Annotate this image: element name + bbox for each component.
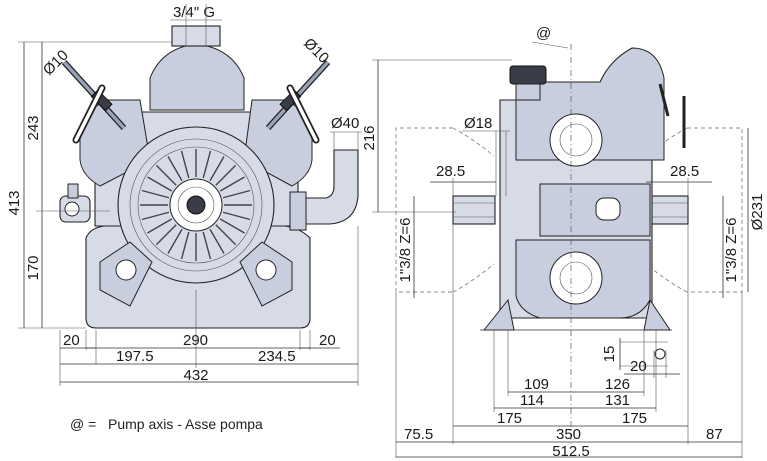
- side-left-flange-outline: [395, 127, 453, 293]
- dim-hole-w: 20: [630, 358, 647, 375]
- dim-109: 109: [524, 376, 549, 393]
- legend: @ = Pump axis - Asse pompa: [70, 416, 263, 432]
- side-right-flange-outline: [687, 127, 743, 293]
- flange-rib: [147, 218, 173, 234]
- side-view-dimensions: @ 216 Ø18 28.5 28.5 1"3/8 Z=6 1"3/8 Z=6 …: [361, 25, 766, 460]
- front-top-dome: [149, 43, 245, 111]
- dim-foot-right: 20: [319, 332, 336, 349]
- flange-rib: [180, 231, 190, 260]
- dim-shaft-spec-right: 1"3/8 Z=6: [723, 218, 740, 283]
- side-crankcase: [539, 183, 651, 237]
- dim-shaft-right: 28.5: [670, 163, 699, 180]
- front-view-pump: [59, 25, 359, 329]
- dim-base-width: 290: [183, 332, 208, 349]
- dim-left-offset: 197.5: [116, 348, 154, 365]
- front-flange-ribs: [140, 149, 252, 261]
- side-left-shaft: [452, 195, 496, 225]
- side-oil-cap: [509, 65, 547, 85]
- flange-rib: [155, 164, 177, 186]
- dim-126: 126: [605, 376, 630, 393]
- flange-rib: [202, 231, 212, 260]
- dim-dia-flange: Ø231: [749, 194, 766, 231]
- flange-rib: [147, 176, 173, 192]
- dim-height-total: 413: [6, 190, 23, 215]
- flange-rib: [167, 228, 183, 254]
- dim-114: 114: [520, 392, 544, 409]
- flange-rib: [141, 211, 170, 221]
- front-outlet-collar: [289, 191, 307, 231]
- flange-rib: [219, 218, 245, 234]
- side-upper-valve: [549, 113, 603, 167]
- dim-dia-outlet: Ø40: [331, 115, 359, 132]
- front-shaft-end: [186, 195, 206, 215]
- dim-175-right: 175: [622, 410, 647, 427]
- flange-rib: [222, 189, 251, 199]
- front-top-port: [171, 25, 221, 47]
- dim-overall-width: 432: [183, 367, 208, 384]
- dim-height-axis: 216: [361, 125, 378, 150]
- flange-rib: [219, 176, 245, 192]
- dim-175-left: 175: [497, 410, 522, 427]
- flange-rib: [215, 224, 237, 246]
- dim-height-upper: 243: [25, 115, 42, 140]
- dim-shaft-left: 28.5: [436, 163, 465, 180]
- dim-height-lower: 170: [25, 255, 42, 280]
- dim-87: 87: [706, 426, 723, 443]
- flange-rib: [180, 150, 190, 179]
- flange-rib: [141, 189, 170, 199]
- flange-rib: [202, 150, 212, 179]
- dim-axis-mark: @: [536, 25, 551, 42]
- side-view-pump: [395, 47, 743, 331]
- flange-rib: [209, 228, 225, 254]
- dim-hole-h: 15: [601, 346, 618, 363]
- legend-text: Pump axis - Asse pompa: [108, 416, 263, 432]
- dim-75-5: 75.5: [404, 426, 433, 443]
- dim-right-offset: 234.5: [258, 348, 296, 365]
- dim-foot-left: 20: [63, 332, 80, 349]
- dim-131: 131: [605, 392, 630, 409]
- legend-symbol: @ =: [70, 416, 96, 432]
- flange-rib: [155, 224, 177, 246]
- flange-rib: [167, 156, 183, 182]
- dim-512-5: 512.5: [552, 443, 590, 460]
- dim-shaft-spec-left: 1"3/8 Z=6: [397, 218, 414, 283]
- dim-dia-left: Ø10: [40, 47, 72, 79]
- flange-rib: [215, 164, 237, 186]
- dim-dia-inlet: Ø18: [464, 115, 492, 132]
- side-lower-valve: [549, 251, 603, 305]
- flange-rib: [222, 211, 251, 221]
- dim-350: 350: [556, 426, 581, 443]
- dim-top-thread: 3/4" G: [173, 4, 215, 21]
- flange-rib: [209, 156, 225, 182]
